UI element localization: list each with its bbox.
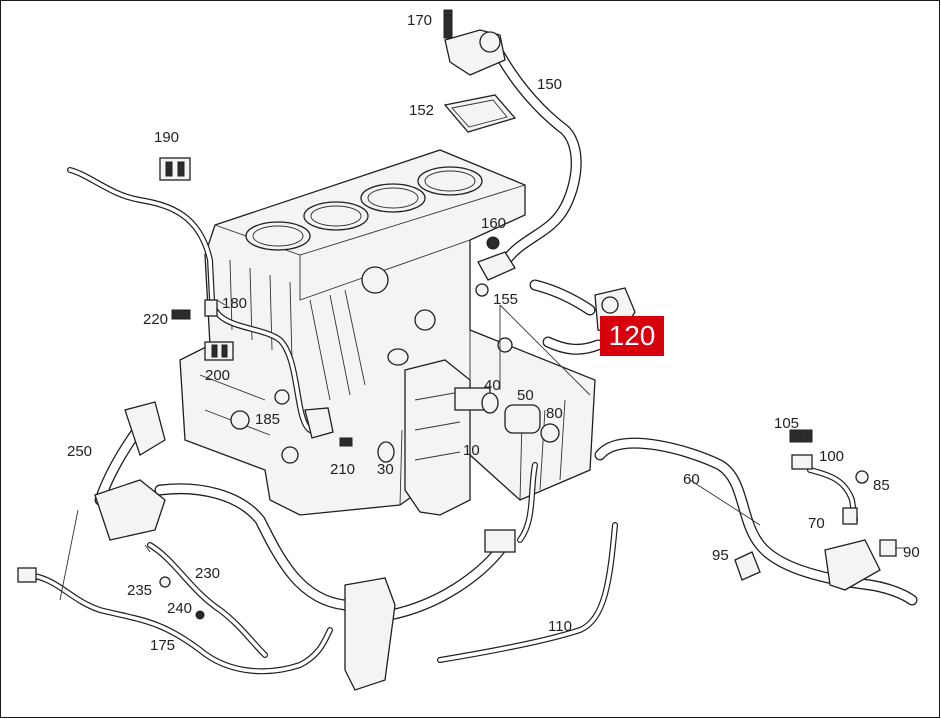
label-170: 170 [407,12,432,29]
coolant-hoses [94,49,918,621]
part-250-housing [94,479,166,541]
label-250: 250 [67,443,92,460]
label-40: 40 [484,377,501,394]
part-160-fitting [477,251,516,281]
label-220: 220 [143,311,168,328]
part-105 [789,429,813,443]
label-210: 210 [330,461,355,478]
part-20-gasket [387,348,409,366]
lower-valve-block [344,577,396,691]
part-220-bolt [171,309,191,320]
label-70: 70 [808,515,825,532]
engine-block [179,149,596,516]
part-30 [377,441,395,463]
leader-lines [59,299,905,601]
label-85: 85 [873,477,890,494]
part-80 [540,423,560,443]
part-185 [274,389,290,405]
part-235 [159,576,171,588]
part-50 [504,404,541,434]
highlighted-part-number: 120 [608,320,656,351]
label-180: 180 [222,295,247,312]
part-240 [195,610,205,620]
label-200: 200 [205,367,230,384]
label-110: 110 [548,618,572,635]
part-85 [855,470,869,484]
label-185: 185 [255,411,280,428]
cylinder-bore-4 [417,166,483,196]
label-105: 105 [774,415,799,432]
label-80: 80 [546,405,563,422]
part-95 [734,551,761,581]
label-95: 95 [712,547,729,564]
label-235: 235 [127,582,152,599]
cylinder-bore-1 [245,221,311,251]
part-200 [204,341,234,361]
cylinder-bore-3 [360,183,426,213]
label-30: 30 [377,461,394,478]
label-10: 10 [463,442,480,459]
label-175: 175 [150,637,175,654]
part-152-gasket [443,94,517,133]
label-152: 152 [409,102,434,119]
label-60: 60 [683,471,700,488]
label-155: 155 [493,291,518,308]
part-90 [879,539,897,557]
label-160: 160 [481,215,506,232]
label-230: 230 [195,565,220,582]
label-90: 90 [903,544,920,561]
part-210-bolt [339,437,353,447]
label-240: 240 [167,600,192,617]
label-50: 50 [517,387,534,404]
label-150: 150 [537,76,562,93]
part-labels: 170 150 152 190 160 155 220 180 200 40 5… [67,12,920,654]
cylinder-bore-2 [303,201,369,231]
part-40 [481,392,499,414]
part-190-clip [159,157,191,181]
highlighted-part-badge [600,316,664,356]
part-70 [842,507,858,525]
label-100: 100 [819,448,844,465]
label-190: 190 [154,129,179,146]
part-10-housing [404,359,471,516]
